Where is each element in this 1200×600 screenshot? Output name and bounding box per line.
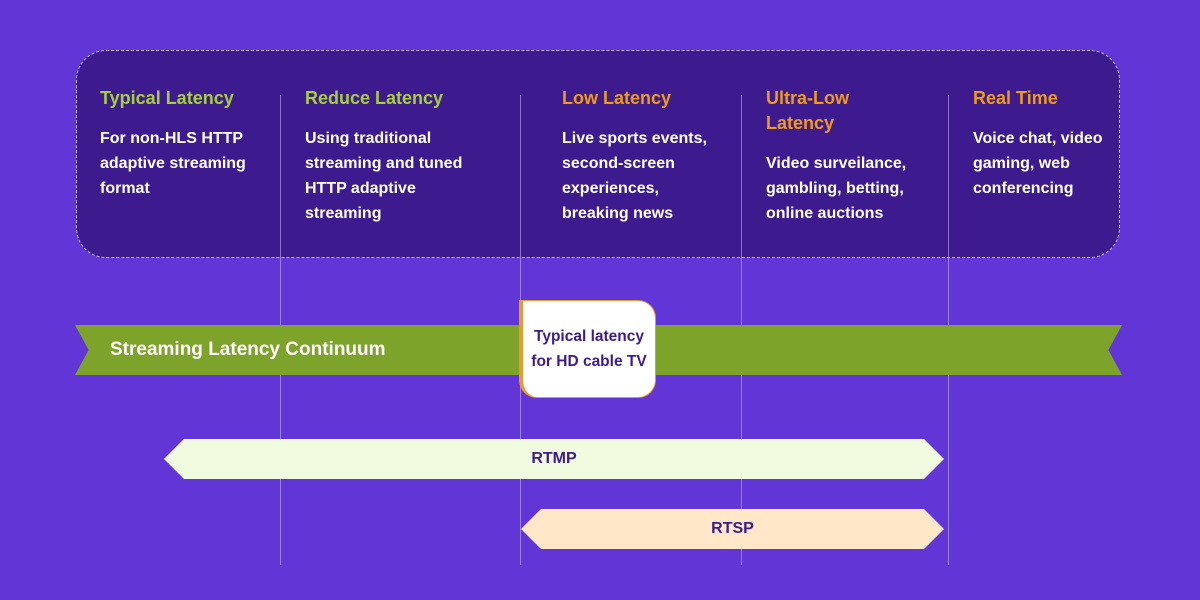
category-typical-latency: Typical Latency For non-HLS HTTP adaptiv… <box>100 86 265 201</box>
rtmp-range-bar: RTMP <box>164 439 944 479</box>
category-title: Typical Latency <box>100 88 234 108</box>
category-description: Live sports events, second-screen experi… <box>562 130 707 222</box>
category-ultra-low-latency: Ultra-Low Latency Video surveilance, gam… <box>766 86 926 226</box>
category-reduce-latency: Reduce Latency Using traditional streami… <box>305 86 490 226</box>
category-description: For non-HLS HTTP adaptive streaming form… <box>100 130 246 197</box>
hd-cable-tv-callout: Typical latency for HD cable TV <box>519 300 656 398</box>
category-low-latency: Low Latency Live sports events, second-s… <box>562 86 722 226</box>
callout-label: Typical latency for HD cable TV <box>531 328 647 370</box>
category-title: Reduce Latency <box>305 88 444 108</box>
latency-categories-panel <box>76 50 1120 258</box>
rtsp-range-bar: RTSP <box>521 509 944 549</box>
category-title: Low Latency <box>562 88 672 108</box>
continuum-label: Streaming Latency Continuum <box>110 339 386 360</box>
category-description: Voice chat, video gaming, web conferenci… <box>973 130 1103 197</box>
category-title: Ultra-Low Latency <box>766 88 849 133</box>
category-real-time: Real Time Voice chat, video gaming, web … <box>973 86 1103 201</box>
rtmp-label: RTMP <box>531 450 577 467</box>
category-description: Video surveilance, gambling, betting, on… <box>766 155 907 222</box>
category-title: Real Time <box>973 88 1058 108</box>
rtsp-label: RTSP <box>711 520 754 537</box>
category-description: Using traditional streaming and tuned HT… <box>305 130 463 222</box>
